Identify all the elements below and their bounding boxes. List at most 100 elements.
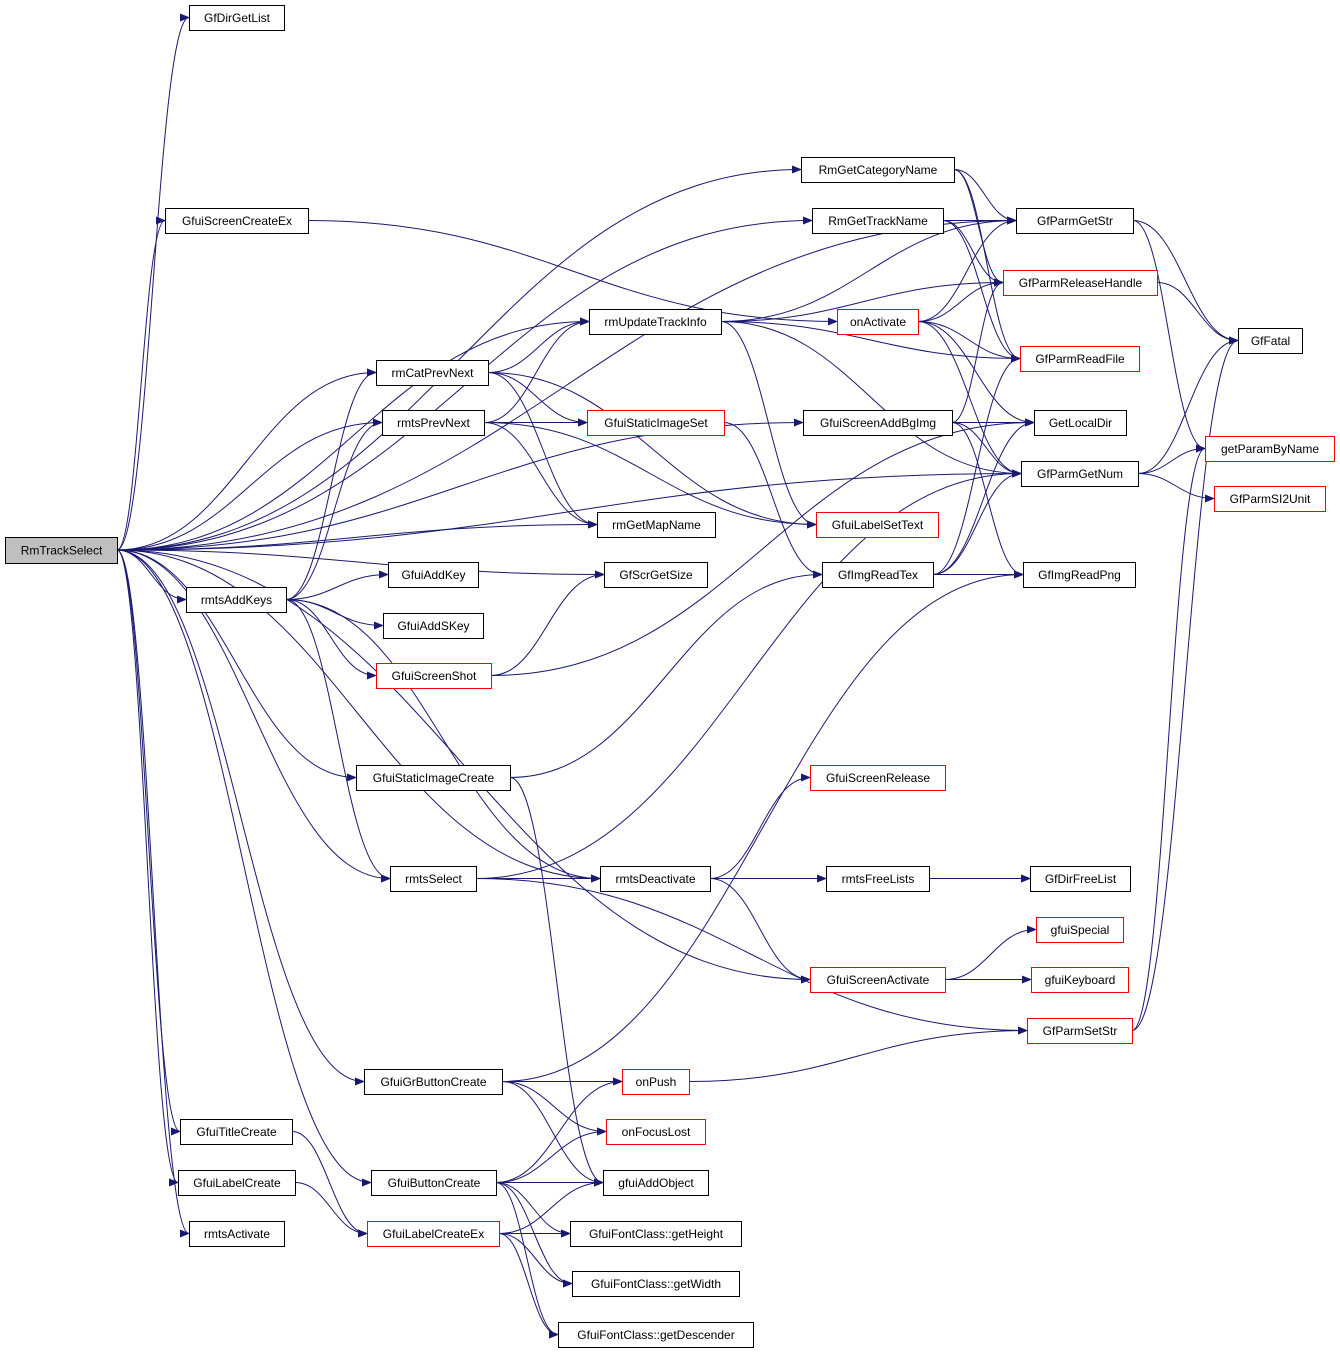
node-gf-parm-release-handle[interactable]: GfParmReleaseHandle — [1003, 270, 1158, 296]
node-box — [816, 512, 939, 538]
node-box — [1020, 346, 1140, 372]
node-label: GfuiStaticImageSet — [604, 416, 708, 430]
node-label: RmGetTrackName — [828, 214, 928, 228]
node-gfui-font-class-get-height[interactable]: GfuiFontClass::getHeight — [570, 1221, 742, 1247]
node-rm-update-track-info[interactable]: rmUpdateTrackInfo — [589, 309, 722, 335]
node-gf-parm-read-file[interactable]: GfParmReadFile — [1020, 346, 1140, 372]
node-gf-parm-get-num[interactable]: GfParmGetNum — [1021, 461, 1139, 487]
node-gfui-label-set-text[interactable]: GfuiLabelSetText — [816, 512, 939, 538]
node-rmts-add-keys[interactable]: rmtsAddKeys — [186, 587, 287, 613]
node-box — [1016, 208, 1134, 234]
edge-rmts-select-to-gf-parm-set-str — [475, 878, 1028, 1035]
edges-layer — [116, 13, 1239, 1339]
node-rmts-free-lists[interactable]: rmtsFreeLists — [826, 866, 930, 892]
node-box — [189, 5, 285, 31]
node-rm-cat-prev-next[interactable]: rmCatPrevNext — [376, 360, 489, 386]
node-gfui-add-skey[interactable]: GfuiAddSKey — [383, 613, 484, 639]
node-gfui-screen-activate[interactable]: GfuiScreenActivate — [810, 967, 946, 993]
node-box — [178, 1170, 296, 1196]
edge-rmts-select-to-gf-parm-get-num — [475, 469, 1022, 879]
node-rmts-prev-next[interactable]: rmtsPrevNext — [382, 410, 485, 436]
node-label: rmtsAddKeys — [201, 593, 272, 607]
edge-rm-track-select-to-gfui-static-image-create — [116, 549, 357, 782]
node-box — [558, 1322, 754, 1348]
node-label: GfuiScreenShot — [392, 669, 477, 683]
node-label: GfuiScreenAddBgImg — [820, 416, 936, 430]
node-box — [165, 208, 309, 234]
edge-gfui-screen-shot-to-gf-scr-get-size — [490, 570, 605, 676]
node-box — [376, 663, 492, 689]
node-gf-parm-get-str[interactable]: GfParmGetStr — [1016, 208, 1134, 234]
node-on-push[interactable]: onPush — [622, 1069, 690, 1095]
node-rm-get-category-name[interactable]: RmGetCategoryName — [801, 157, 955, 183]
node-box — [812, 208, 944, 234]
node-gfui-title-create[interactable]: GfuiTitleCreate — [180, 1119, 293, 1145]
edge-gfui-button-create-to-on-focus-lost — [495, 1127, 607, 1183]
node-label: GfuiFontClass::getWidth — [591, 1277, 721, 1291]
node-box — [810, 765, 946, 791]
node-gfui-screen-create-ex[interactable]: GfuiScreenCreateEx — [165, 208, 309, 234]
edge-gfui-button-create-to-gfui-font-class-get-height — [495, 1182, 571, 1238]
node-rmts-select[interactable]: rmtsSelect — [390, 866, 477, 892]
node-gfui-keyboard[interactable]: gfuiKeyboard — [1031, 967, 1129, 993]
node-gfui-add-key[interactable]: GfuiAddKey — [388, 562, 479, 588]
node-gfui-special[interactable]: gfuiSpecial — [1036, 917, 1124, 943]
node-gfui-static-image-create[interactable]: GfuiStaticImageCreate — [356, 765, 511, 791]
node-gfui-screen-shot[interactable]: GfuiScreenShot — [376, 663, 492, 689]
node-box — [5, 537, 118, 564]
edge-rm-cat-prev-next-to-rm-update-track-info — [487, 317, 590, 373]
node-rm-track-select[interactable]: RmTrackSelect — [5, 537, 118, 564]
node-gfui-add-object[interactable]: gfuiAddObject — [603, 1170, 709, 1196]
node-get-param-by-name[interactable]: getParamByName — [1205, 436, 1335, 462]
node-box — [1023, 562, 1136, 588]
node-gfui-font-class-get-width[interactable]: GfuiFontClass::getWidth — [572, 1271, 740, 1297]
node-box — [589, 309, 722, 335]
node-gf-parm-set-str[interactable]: GfParmSetStr — [1027, 1018, 1133, 1044]
node-label: rmtsFreeLists — [842, 872, 915, 886]
node-rmts-activate[interactable]: rmtsActivate — [189, 1221, 285, 1247]
edge-rm-cat-prev-next-to-rm-get-map-name — [487, 372, 598, 529]
node-gfui-label-create[interactable]: GfuiLabelCreate — [178, 1170, 296, 1196]
node-gf-scr-get-size[interactable]: GfScrGetSize — [604, 562, 708, 588]
node-gf-img-read-tex[interactable]: GfImgReadTex — [822, 562, 934, 588]
edge-gfui-button-create-to-on-push — [495, 1077, 623, 1183]
node-gf-img-read-png[interactable]: GfImgReadPng — [1023, 562, 1136, 588]
edge-on-push-to-gf-parm-set-str — [688, 1026, 1028, 1082]
node-gfui-gr-button-create[interactable]: GfuiGrButtonCreate — [364, 1069, 503, 1095]
edge-rm-update-track-info-to-gf-parm-get-str — [720, 216, 1017, 322]
node-box — [376, 360, 489, 386]
edge-rm-get-category-name-to-gf-parm-read-file — [953, 169, 1021, 363]
node-on-focus-lost[interactable]: onFocusLost — [606, 1119, 706, 1145]
node-label: rmCatPrevNext — [391, 366, 474, 380]
edge-gfui-label-create-ex-to-gfui-font-class-get-descender — [498, 1233, 559, 1339]
edge-on-activate-to-gf-parm-read-file — [917, 321, 1021, 363]
node-get-local-dir[interactable]: GetLocalDir — [1034, 410, 1127, 436]
node-gf-dir-free-list[interactable]: GfDirFreeList — [1030, 866, 1131, 892]
edge-rm-track-select-to-rm-cat-prev-next — [116, 368, 377, 551]
node-gf-parm-si2-unit[interactable]: GfParmSI2Unit — [1214, 486, 1326, 512]
node-label: rmtsSelect — [405, 872, 462, 886]
node-rm-get-track-name[interactable]: RmGetTrackName — [812, 208, 944, 234]
node-gfui-font-class-get-descender[interactable]: GfuiFontClass::getDescender — [558, 1322, 754, 1348]
edge-rm-track-select-to-gfui-screen-create-ex — [116, 216, 166, 551]
node-on-activate[interactable]: onActivate — [837, 309, 919, 335]
node-box — [1034, 410, 1127, 436]
edge-on-activate-to-gf-parm-get-str — [917, 216, 1017, 322]
node-box — [603, 1170, 709, 1196]
node-label: GetLocalDir — [1049, 416, 1112, 430]
edge-rmts-prev-next-to-rm-get-map-name — [483, 422, 598, 529]
node-gfui-button-create[interactable]: GfuiButtonCreate — [371, 1170, 497, 1196]
node-gf-dir-get-list[interactable]: GfDirGetList — [189, 5, 285, 31]
node-gf-fatal[interactable]: GfFatal — [1238, 328, 1303, 354]
node-gfui-screen-release[interactable]: GfuiScreenRelease — [810, 765, 946, 791]
node-rmts-deactivate[interactable]: rmtsDeactivate — [600, 866, 711, 892]
node-box — [1027, 1018, 1133, 1044]
edge-gfui-label-create-ex-to-gfui-font-class-get-width — [498, 1233, 573, 1288]
edge-gf-parm-get-num-to-gf-parm-si2-unit — [1137, 473, 1215, 503]
node-gfui-screen-add-bg-img[interactable]: GfuiScreenAddBgImg — [803, 410, 953, 436]
node-gfui-static-image-set[interactable]: GfuiStaticImageSet — [587, 410, 725, 436]
node-box — [1003, 270, 1158, 296]
node-gfui-label-create-ex[interactable]: GfuiLabelCreateEx — [367, 1221, 500, 1247]
node-rm-get-map-name[interactable]: rmGetMapName — [597, 512, 716, 538]
